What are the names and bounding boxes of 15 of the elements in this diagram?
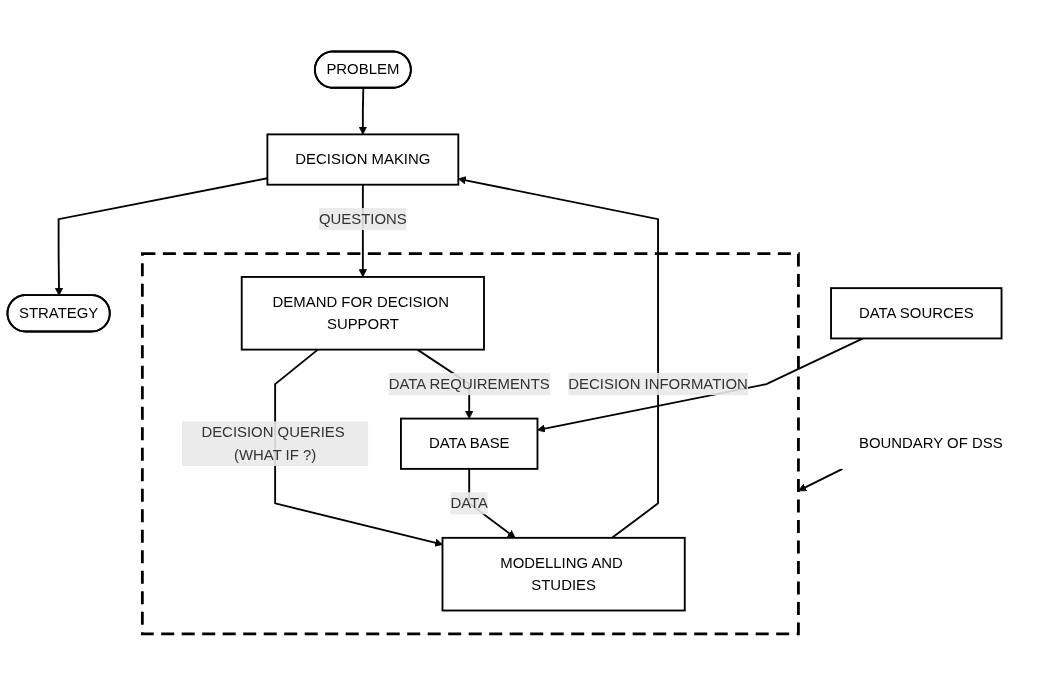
arrow	[798, 467, 844, 492]
node-box: DEMAND FOR DECISION SUPPORT	[240, 275, 485, 351]
node-box: MODELLING AND STUDIES	[441, 536, 686, 612]
cluster	[140, 252, 800, 636]
node-box: DATA SOURCES	[830, 287, 1003, 340]
node-box: DATA BASE	[400, 417, 539, 470]
edge-label: DATA REQUIREMENTS	[388, 375, 550, 392]
node-box: DECISION MAKING	[266, 133, 460, 186]
edge-label: DECISION INFORMATION	[568, 375, 748, 392]
node-text: BOUNDARY OF DSS	[858, 435, 1003, 452]
arrow	[537, 337, 864, 433]
edge-label: DATA	[450, 494, 488, 511]
edge-label: QUESTIONS	[318, 210, 407, 227]
arrow	[358, 87, 367, 135]
edge-label: DECISION QUERIES (WHAT IF ?)	[201, 424, 345, 463]
